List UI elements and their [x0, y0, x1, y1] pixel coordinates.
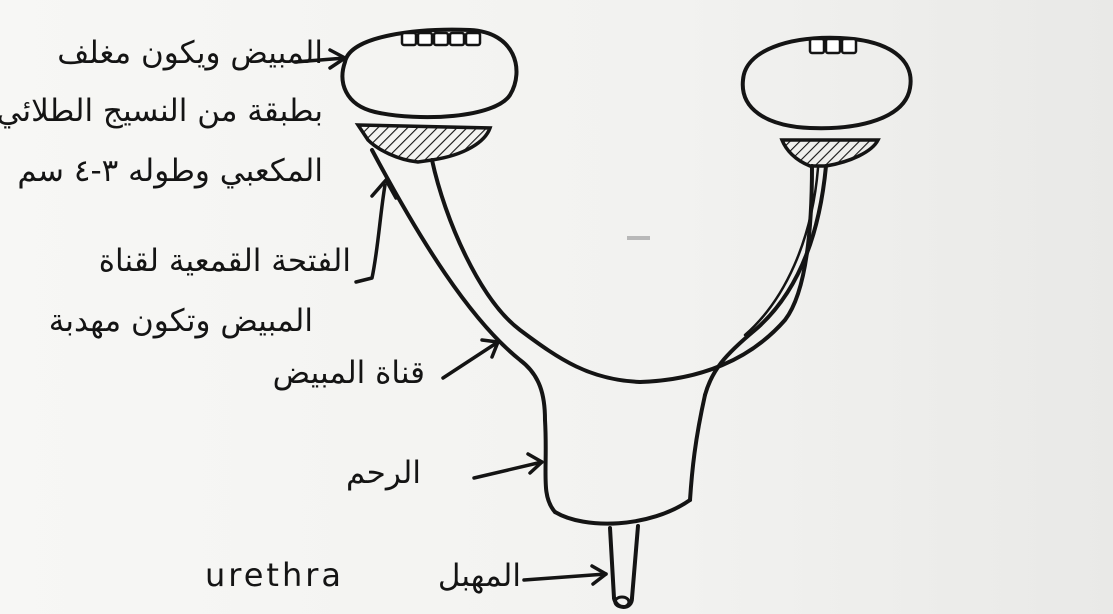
arrow-oviduct [443, 340, 498, 378]
label-uterus: الرحم [346, 458, 421, 489]
left-ovary-follicles [402, 33, 480, 45]
right-fimbriae [782, 140, 878, 166]
label-ovary-line-3: المكعبي وطوله ٣-٤ سم [17, 156, 323, 187]
left-fimbriae [358, 125, 490, 162]
label-ovary-line-1: المبيض ويكون مغلف [57, 38, 323, 69]
reproductive-tract-outline [372, 150, 826, 607]
left-ovary [343, 30, 517, 117]
arrow-uterus [474, 454, 542, 478]
arrow-vagina [524, 566, 606, 584]
label-ovary-line-2: بطبقة من النسيج الطلائي [0, 96, 323, 127]
label-vagina: المهبل [438, 561, 521, 592]
arrow-fimbriae [356, 180, 396, 282]
label-oviduct: قناة المبيض [273, 358, 425, 389]
label-fimbriae-line-2: المبيض وتكون مهدبة [49, 306, 313, 337]
right-ovary-follicles [810, 39, 856, 53]
right-ovary [743, 38, 911, 128]
label-fimbriae-line-1: الفتحة القمعية لقناة [99, 246, 351, 277]
label-urethra: urethra [205, 559, 344, 591]
